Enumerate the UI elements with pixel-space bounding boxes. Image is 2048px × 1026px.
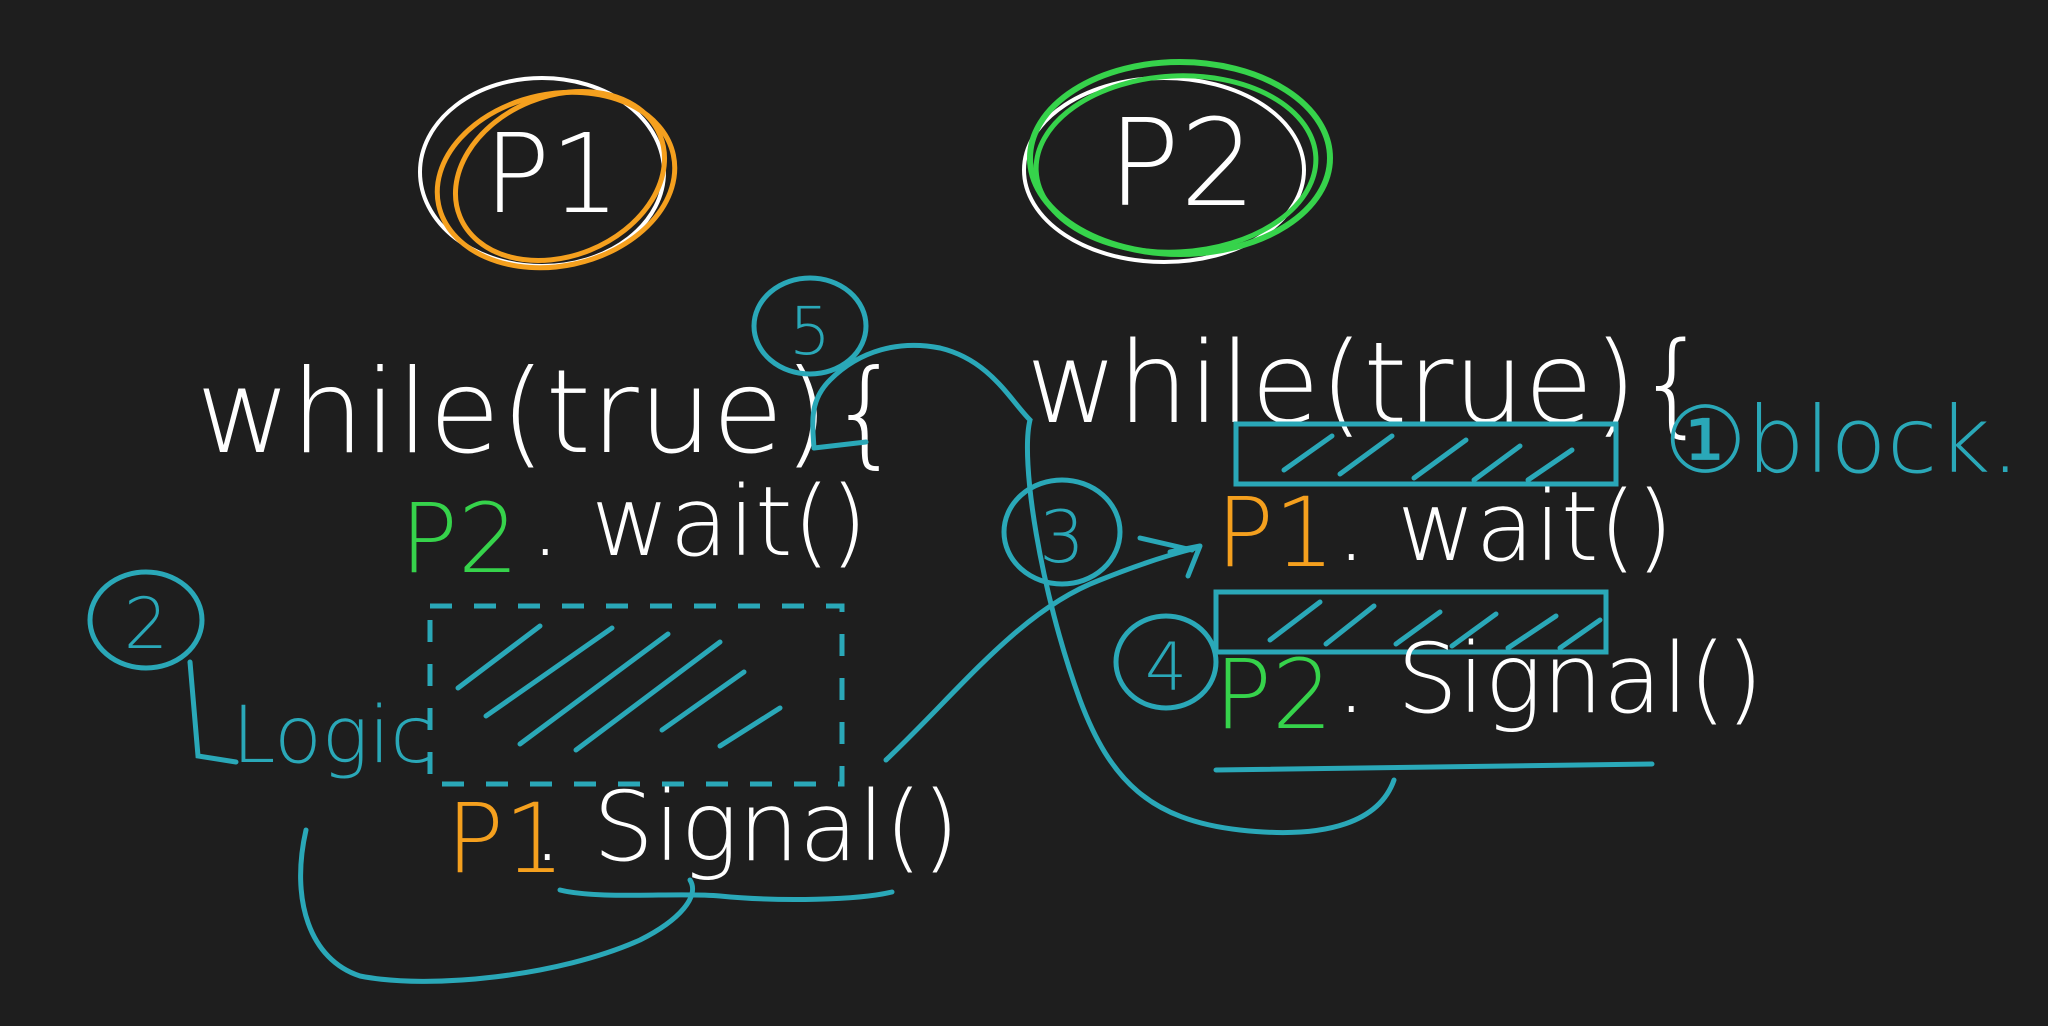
p1-logic-hatch (455, 623, 783, 753)
step-4-number: 4 (1145, 629, 1187, 706)
step-2-number: 2 (124, 583, 169, 665)
p1-signal-underline (557, 887, 895, 902)
p1-wait-call: . wait() (530, 466, 868, 578)
step-3-number: 3 (1039, 495, 1085, 579)
p2-loop-text: while(true){ (1026, 319, 1708, 449)
p2-signal-call: . Signal() (1336, 623, 1764, 735)
arrowhead-p2-wait (1167, 543, 1203, 579)
p1-signal-call: . Signal() (532, 771, 960, 883)
p1-circle-orange-b (452, 89, 668, 263)
p2-signal-object: P2 (1214, 639, 1333, 751)
step-5-number: 5 (789, 293, 831, 370)
arrow-p2-signal-to-p1-wait (810, 342, 1397, 835)
p1-circle-orange-a (434, 89, 678, 271)
p1-header: P1 (418, 76, 678, 271)
p1-code: while(true){ P2 . wait() P1 . Signal() (196, 345, 960, 895)
p1-wait-object: P2 (400, 483, 519, 595)
arrow-logic-to-p1-signal (298, 827, 695, 984)
p2-header: P2 (1022, 59, 1333, 264)
arrowhead-p1-wait (811, 439, 869, 451)
step-2-circle (87, 569, 205, 671)
p2-wait-object: P1 (1216, 477, 1335, 589)
step-2-leader (187, 659, 239, 765)
p2-label: P2 (1108, 95, 1257, 234)
p2-block-hatch-top (1281, 433, 1575, 483)
block-note: ①block. (1664, 387, 2020, 494)
p2-block-box-bottom (1213, 589, 1609, 655)
p2-block-hatch-bottom (1267, 599, 1603, 651)
annotations: ①block. 2 Logic 3 4 5 (87, 275, 2020, 984)
p2-block-box-top (1233, 421, 1619, 487)
p1-logic-box (427, 603, 845, 787)
p2-circle-green-b (1033, 73, 1319, 255)
p1-label: P1 (484, 110, 620, 238)
p2-signal-underline (1213, 761, 1655, 773)
logic-label: Logic (232, 691, 433, 781)
step-4-circle (1113, 613, 1219, 711)
arrow-p1-signal-to-p2-wait (883, 545, 1199, 763)
p1-signal-object: P1 (446, 783, 565, 895)
p2-wait-call: . wait() (1336, 471, 1674, 583)
step-3-circle (1001, 477, 1123, 587)
step-5-circle (751, 275, 869, 377)
p2-code: while(true){ P1 . wait() P2 . Signal() (1026, 319, 1764, 773)
